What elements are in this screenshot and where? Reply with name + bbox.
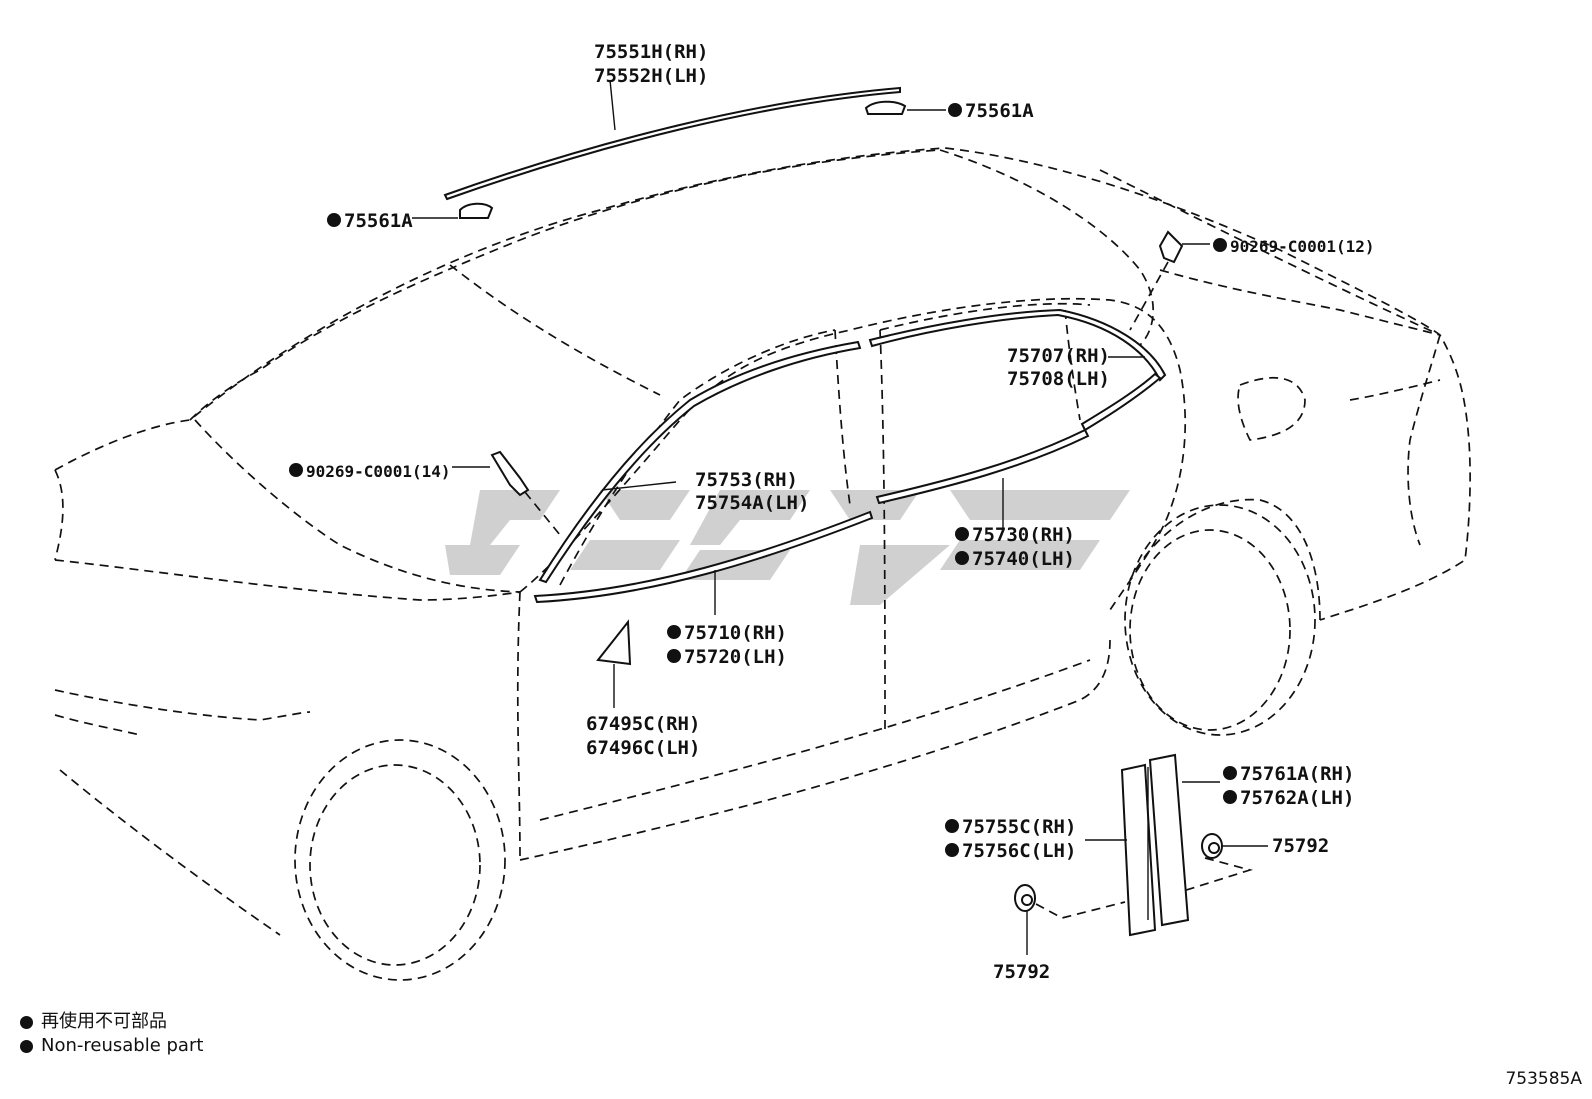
roof-clip-top-right — [864, 100, 946, 115]
legend-text-japanese: 再使用不可部品 — [41, 1011, 167, 1032]
label-front-belt-lh: 75720(LH) — [684, 646, 787, 668]
clip-right — [1179, 833, 1268, 893]
rear-belt-molding — [875, 428, 1090, 530]
non-reusable-dot — [327, 213, 341, 227]
label-mirror-cover-rh: 67495C(RH) — [586, 713, 700, 735]
rivet-front — [452, 450, 561, 536]
mirror-cover — [596, 619, 632, 708]
label-mirror-cover-lh: 67496C(LH) — [586, 737, 700, 759]
label-roof-molding-rh: 75551H(RH) — [594, 41, 708, 63]
label-pillar-front-rh: 75755C(RH) — [962, 816, 1076, 838]
front-belt-molding — [533, 510, 874, 615]
non-reusable-dot — [955, 551, 969, 565]
label-clip-top-left: 75561A — [344, 210, 413, 232]
label-rear-door-frame-lh: 75708(LH) — [1007, 368, 1110, 390]
label-roof-molding-lh: 75552H(LH) — [594, 65, 708, 87]
label-rear-door-frame-rh: 75707(RH) — [1007, 345, 1110, 367]
label-rear-belt-rh: 75730(RH) — [972, 524, 1075, 546]
label-clip-right: 75792 — [1272, 835, 1329, 857]
pillar-molding-front — [1085, 763, 1157, 937]
legend: 再使用不可部品 Non-reusable part — [20, 1010, 203, 1058]
non-reusable-dot — [20, 1039, 33, 1053]
non-reusable-dot — [955, 527, 969, 541]
label-rivet-rear: 90269-C0001(12) — [1230, 237, 1375, 256]
non-reusable-dot — [667, 649, 681, 663]
label-pillar-rear-rh: 75761A(RH) — [1240, 763, 1354, 785]
diagram-code: 753585A — [1505, 1069, 1582, 1089]
legend-row-english: Non-reusable part — [20, 1034, 203, 1058]
front-door-frame-molding — [538, 340, 862, 584]
label-front-door-frame-lh: 75754A(LH) — [695, 492, 809, 514]
rear-door-frame-molding — [868, 308, 1167, 432]
non-reusable-dot — [20, 1015, 33, 1029]
label-clip-top-right: 75561A — [965, 100, 1034, 122]
label-pillar-front-lh: 75756C(LH) — [962, 840, 1076, 862]
roof-clip-top-left — [412, 202, 494, 219]
label-rivet-front: 90269-C0001(14) — [306, 462, 451, 481]
label-rear-belt-lh: 75740(LH) — [972, 548, 1075, 570]
legend-row-japanese: 再使用不可部品 — [20, 1010, 203, 1034]
rivet-rear — [1129, 230, 1210, 331]
non-reusable-dot — [945, 819, 959, 833]
non-reusable-dot — [1223, 790, 1237, 804]
label-pillar-rear-lh: 75762A(LH) — [1240, 787, 1354, 809]
roof-molding — [443, 79, 901, 201]
pillar-molding-rear — [1147, 753, 1220, 927]
label-clip-bottom: 75792 — [993, 961, 1050, 983]
clip-bottom — [1014, 884, 1126, 955]
non-reusable-dot — [667, 625, 681, 639]
legend-text-english: Non-reusable part — [41, 1035, 204, 1056]
car-body-outline — [54, 147, 1471, 981]
label-front-door-frame-rh: 75753(RH) — [695, 469, 798, 491]
label-front-belt-rh: 75710(RH) — [684, 622, 787, 644]
non-reusable-dot — [289, 463, 303, 477]
non-reusable-dot — [1223, 766, 1237, 780]
non-reusable-dot — [948, 103, 962, 117]
non-reusable-dot — [945, 843, 959, 857]
non-reusable-dot — [1213, 238, 1227, 252]
